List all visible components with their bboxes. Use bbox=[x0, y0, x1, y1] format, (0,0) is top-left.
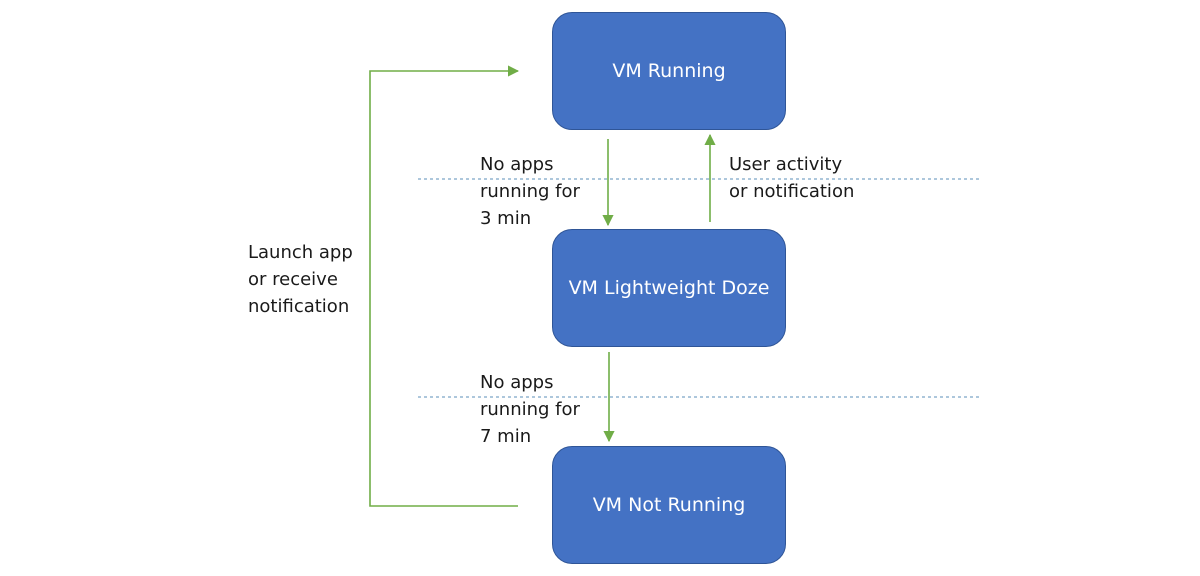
state-vm-not-running: VM Not Running bbox=[552, 446, 786, 564]
state-vm-not-running-label: VM Not Running bbox=[592, 494, 746, 516]
arrow-not-running-to-running bbox=[369, 65, 520, 507]
state-vm-running: VM Running bbox=[552, 12, 786, 130]
state-vm-doze-label: VM Lightweight Doze bbox=[568, 277, 770, 299]
transition-label-7-min: No apps running for 7 min bbox=[480, 372, 580, 447]
transition-label-3-min: No apps running for 3 min bbox=[480, 154, 580, 229]
state-vm-lightweight-doze: VM Lightweight Doze bbox=[552, 229, 786, 347]
transition-label-user-activity: User activity or notification bbox=[729, 154, 855, 202]
state-vm-running-label: VM Running bbox=[612, 60, 726, 82]
transition-label-launch-app: Launch app or receive notification bbox=[248, 242, 353, 317]
